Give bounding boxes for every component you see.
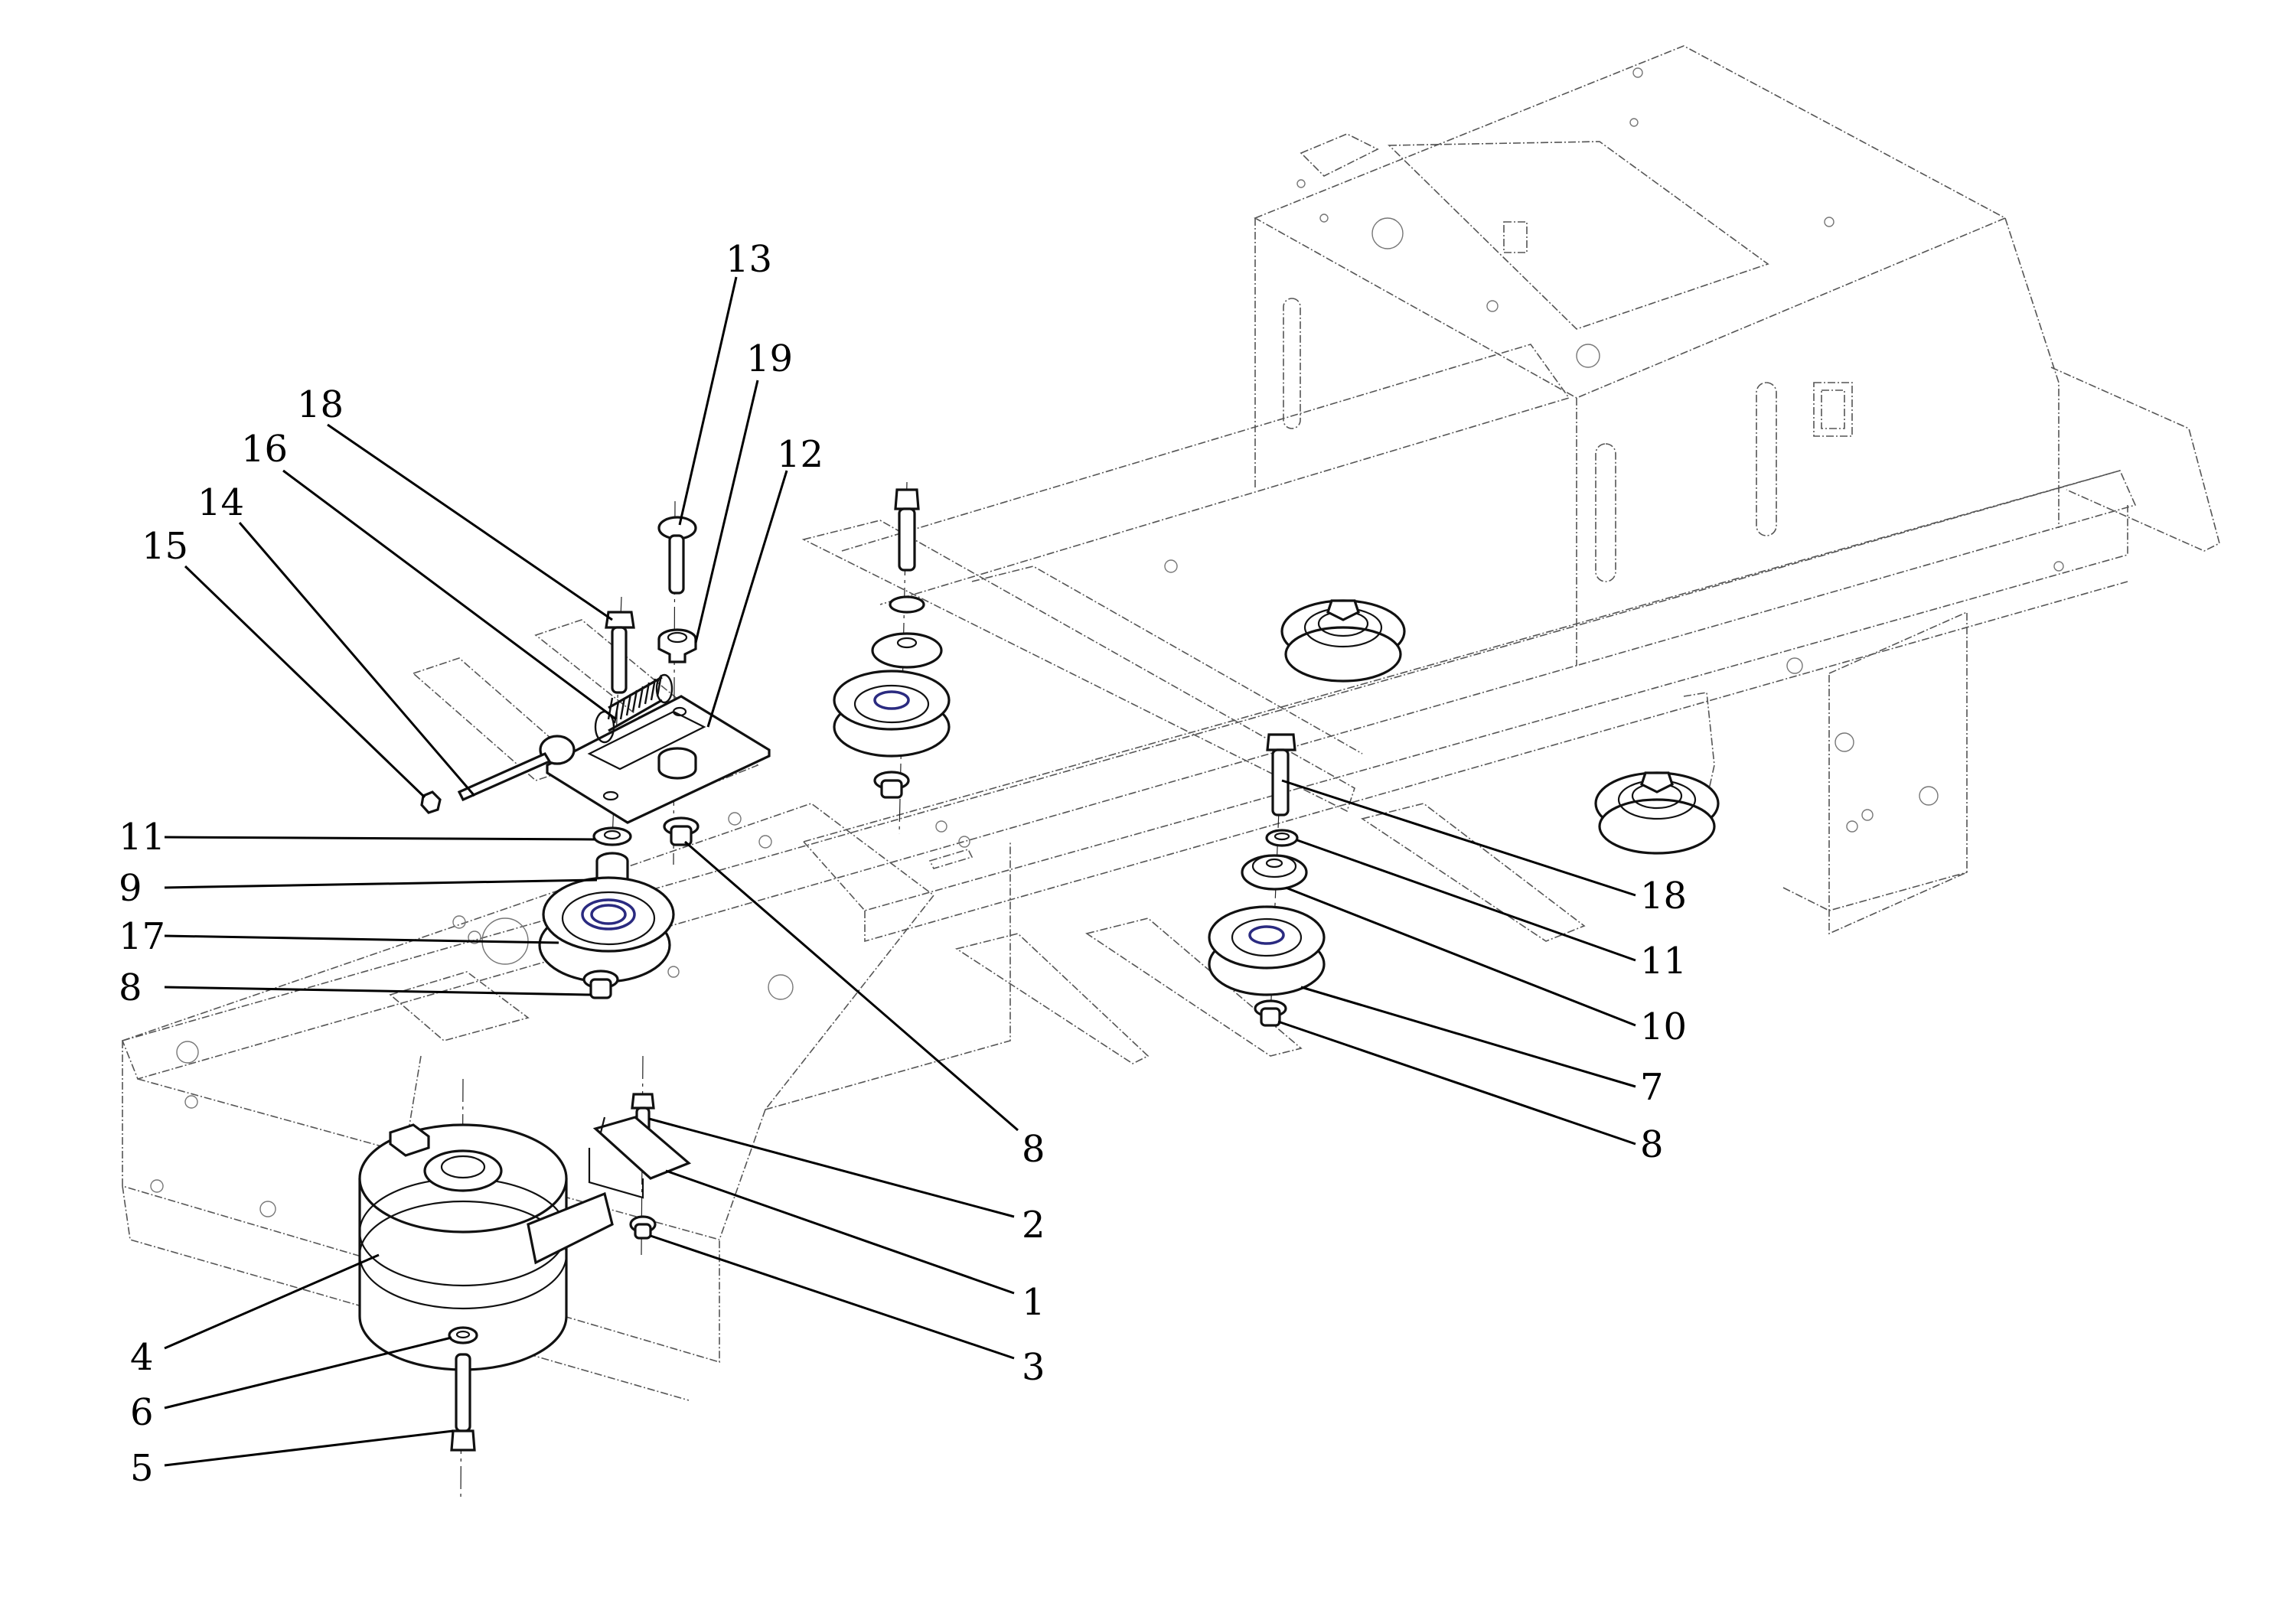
right-hanger-bracket — [1683, 611, 1968, 935]
clutch-washer-6 — [448, 1326, 478, 1344]
callout-17: 17 — [119, 915, 165, 958]
leader-18-left — [327, 423, 613, 621]
callout-labels: 13 19 18 12 16 14 15 11 9 17 8 8 2 1 3 4… — [119, 238, 1687, 1490]
leader-12 — [706, 470, 788, 728]
center-spacer — [871, 632, 943, 669]
leader-11-left — [164, 836, 595, 841]
carriage-bolt-13 — [657, 516, 697, 595]
callout-8-left: 8 — [119, 966, 142, 1009]
leader-13 — [678, 276, 738, 526]
callout-9: 9 — [119, 867, 142, 910]
clutch-stop-bracket-1 — [588, 1116, 692, 1199]
leader-16 — [282, 469, 617, 721]
leader-17 — [164, 934, 559, 944]
leader-8-plate — [684, 840, 1019, 1132]
leader-4 — [164, 1253, 380, 1350]
callout-8-plate: 8 — [1022, 1128, 1045, 1171]
leader-18-right — [1281, 779, 1636, 897]
callout-11-right: 11 — [1640, 940, 1687, 983]
callout-13: 13 — [726, 238, 772, 281]
electric-clutch-4 — [358, 1123, 614, 1371]
hex-nut-15 — [420, 790, 442, 814]
leader-7 — [1300, 986, 1636, 1088]
flange-nut-8-left — [582, 970, 619, 999]
hex-bolt-18-right — [1266, 733, 1296, 816]
leader-15 — [184, 565, 426, 799]
leader-2 — [648, 1117, 1015, 1218]
pulley-spacer-10 — [1241, 854, 1308, 891]
callout-1: 1 — [1022, 1281, 1045, 1324]
leader-lines — [164, 276, 1636, 1467]
flange-nut-8-plate — [663, 816, 700, 846]
center-v-pulley — [833, 670, 951, 758]
callout-15: 15 — [142, 525, 188, 568]
leader-11-right — [1296, 839, 1636, 962]
center-pulley-stack — [833, 481, 951, 835]
leader-14 — [238, 522, 476, 797]
right-pulley-stack — [1208, 733, 1326, 1027]
callout-8-right: 8 — [1640, 1123, 1664, 1166]
callout-11-left: 11 — [119, 816, 165, 859]
callout-6: 6 — [130, 1391, 154, 1434]
callout-14: 14 — [197, 481, 244, 524]
callout-5: 5 — [130, 1447, 154, 1490]
pto-clutch-assembly — [358, 1055, 692, 1501]
v-idler-pulley-7 — [1208, 905, 1326, 996]
flange-nut-8-right — [1254, 999, 1287, 1027]
tensioner-assembly — [420, 500, 771, 999]
callout-18-left: 18 — [297, 383, 344, 426]
leader-8-right — [1277, 1020, 1636, 1146]
callout-16: 16 — [241, 428, 288, 471]
flanged-bushing-19 — [657, 628, 697, 663]
clutch-bolt-5 — [450, 1353, 476, 1452]
leader-6 — [164, 1336, 452, 1410]
center-washer — [889, 595, 925, 614]
extension-spring-16 — [594, 673, 673, 744]
callout-19: 19 — [746, 337, 793, 380]
eye-bolt-14 — [457, 735, 576, 802]
mounted-pulley-upper — [1280, 599, 1406, 683]
flat-washer-11-left — [592, 826, 632, 846]
callout-18-right: 18 — [1640, 875, 1687, 917]
center-bolt — [894, 488, 920, 572]
plate-bushing — [657, 747, 697, 780]
hex-bolt-18 — [605, 611, 635, 694]
rear-tower — [1254, 45, 2220, 666]
leader-10 — [1285, 886, 1636, 1027]
callout-12: 12 — [777, 433, 823, 476]
leader-3 — [650, 1234, 1015, 1360]
callout-3: 3 — [1022, 1346, 1045, 1389]
mounted-pulley-lower — [1594, 771, 1720, 855]
callout-2: 2 — [1022, 1204, 1045, 1247]
leader-9 — [164, 878, 598, 889]
clutch-bracket-nut-3 — [629, 1215, 657, 1240]
center-flange-nut — [873, 771, 910, 799]
flat-washer-11-right — [1265, 829, 1299, 847]
leader-1 — [665, 1169, 1015, 1295]
callout-7: 7 — [1640, 1066, 1664, 1109]
callout-4: 4 — [130, 1336, 154, 1379]
leader-8-left — [164, 986, 592, 996]
deck-plate — [122, 803, 974, 1194]
leader-5 — [164, 1429, 454, 1467]
leader-19 — [694, 380, 759, 644]
callout-10: 10 — [1640, 1005, 1687, 1048]
flat-idler-pulley-17 — [538, 876, 675, 983]
